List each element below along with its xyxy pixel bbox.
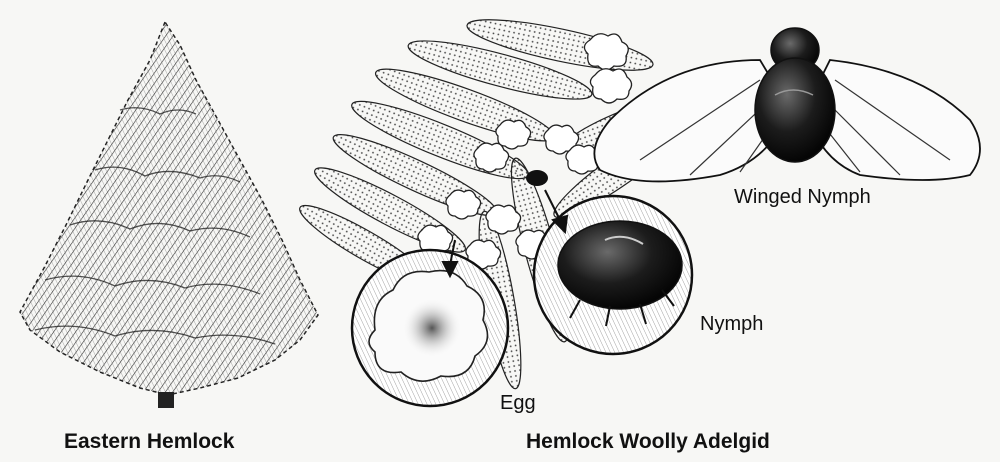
winged-nymph-label: Winged Nymph xyxy=(734,186,871,209)
nymph-label: Nymph xyxy=(700,313,763,336)
tree-caption: Eastern Hemlock xyxy=(64,430,234,454)
hemlock-tree xyxy=(20,22,318,408)
small-adelgid xyxy=(526,170,548,186)
insect-caption: Hemlock Woolly Adelgid xyxy=(526,430,770,454)
egg-magnifier xyxy=(350,248,510,408)
winged-nymph xyxy=(594,28,980,181)
egg-label: Egg xyxy=(500,392,536,415)
